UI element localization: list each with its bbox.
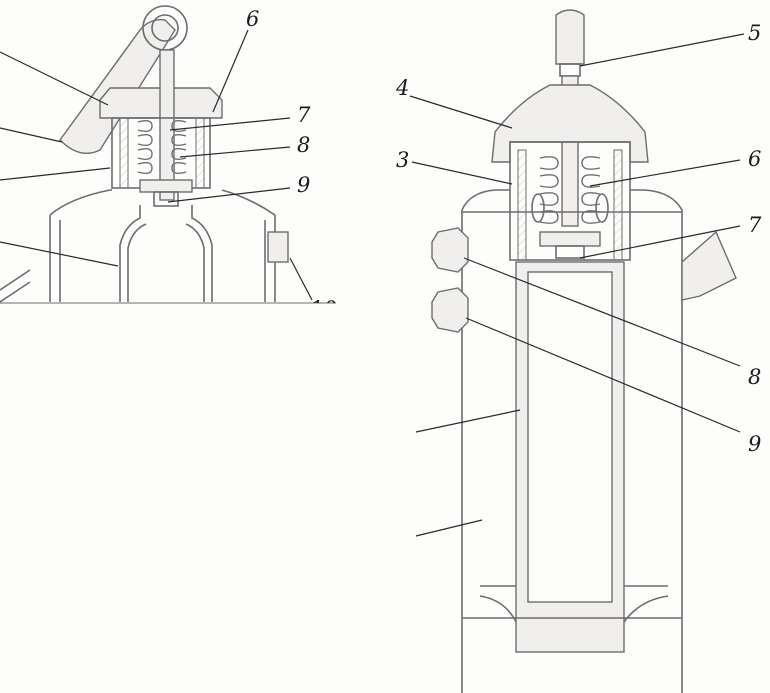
lever-handle [59,19,176,154]
leader-left-c [0,167,111,181]
label-left-6: 6 [246,7,259,31]
label-left-8: 8 [297,133,310,157]
leader-left-10 [289,257,313,301]
leader-right-3 [411,161,513,185]
left-spring [137,119,187,175]
right-valve-seat [539,231,601,247]
leader-right-8 [463,257,741,367]
leader-left-9 [167,187,291,203]
leader-left-6 [212,29,249,113]
right-rivet-right [595,193,609,223]
leader-left-a [0,51,109,106]
leader-left-b [0,127,63,143]
right-valve-plug [555,245,585,259]
label-right-3: 3 [396,148,409,172]
label-right-5: 5 [748,21,761,45]
top-knob [555,9,585,65]
label-right-4: 4 [395,76,409,100]
leader-right-5 [579,33,745,67]
right-hose-fitting [681,230,737,301]
knob-collar [559,63,581,77]
leader-right-6 [589,159,741,187]
left-view: 6 7 8 9 10 [0,5,337,321]
leader-right-9 [465,317,741,433]
right-view: 5 4 3 6 7 8 9 [395,9,762,693]
leader-right-b [415,519,483,537]
right-rivet-left [531,193,545,223]
right-nut-lower [431,287,469,333]
left-valve-seat [139,179,193,193]
left-stem [159,49,175,201]
label-left-9: 9 [297,173,310,197]
label-right-6: 6 [748,147,761,171]
right-base-flare [479,585,669,623]
label-left-7: 7 [297,103,311,127]
right-spring [539,156,601,224]
left-body-shoulder [49,189,276,216]
left-valve-plug [153,191,179,207]
label-right-7: 7 [748,213,762,237]
label-right-9: 9 [748,432,761,456]
label-right-8: 8 [748,365,761,389]
leader-right-a [415,409,521,433]
label-left-10: 10 [310,297,337,321]
left-side-nut [267,231,289,263]
leader-left-8 [179,146,291,158]
leader-left-d [0,241,119,267]
leader-right-7 [579,225,741,259]
right-cap [491,84,649,163]
right-spring-chamber [509,141,631,261]
leader-left-7 [169,117,291,131]
right-cartridge-chamber [527,271,613,603]
left-body-inner [59,220,266,302]
right-nut-upper [431,227,469,273]
leader-right-4 [409,95,513,129]
lever-ring-inner [151,14,179,42]
left-neck [119,205,213,302]
right-body-outer [461,189,683,693]
